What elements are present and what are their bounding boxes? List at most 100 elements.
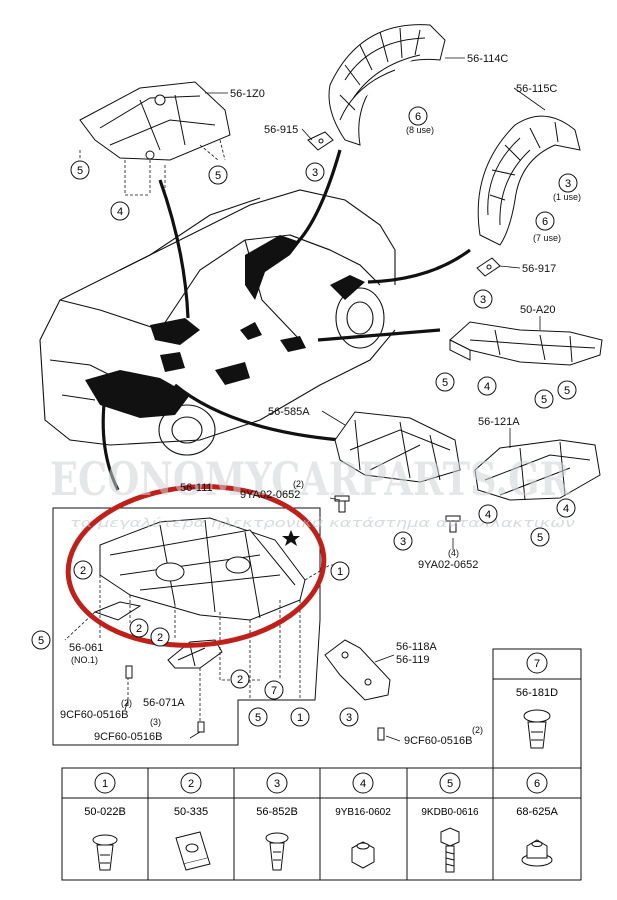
legend-num-1: 1	[102, 778, 108, 790]
label-56-118a: 56-118A	[396, 641, 437, 653]
callout-5: 5	[38, 635, 44, 647]
callout-4: 4	[117, 206, 123, 218]
label-56-119: 56-119	[396, 654, 429, 666]
legend-part-4: 9YB16-0602	[335, 807, 391, 818]
flange-nut-icon-6	[521, 839, 553, 867]
part-56-114c	[328, 24, 446, 146]
part-50-a20	[449, 321, 603, 366]
part-56-071a	[167, 639, 223, 669]
legend-extra-part: 56-181D	[516, 687, 558, 699]
label-50-a20: 50-A20	[520, 304, 555, 316]
legend-num-4: 4	[360, 778, 366, 790]
clip-56-917	[476, 257, 501, 277]
label-qty3: (3)	[150, 717, 161, 727]
callout-5: 5	[537, 532, 543, 544]
watermark-line1: ECONOMYCARPARTS.GR	[50, 452, 571, 506]
label-qty4: (4)	[448, 548, 459, 558]
legend-part-5: 9KDB0-0616	[421, 807, 479, 818]
callout-3: 3	[565, 178, 571, 190]
label-56-121a: 56-121A	[478, 416, 520, 428]
label-56-111: 56-111	[180, 482, 213, 494]
callout-5: 5	[442, 377, 448, 389]
callout-2: 2	[80, 565, 86, 577]
part-56-585a	[334, 411, 461, 483]
callout-5: 5	[77, 165, 83, 177]
callout-5: 5	[564, 385, 570, 397]
legend-table	[61, 648, 582, 881]
label-qty2-c: (2)	[472, 725, 483, 735]
label-56-061-sub: (NO.1)	[71, 655, 98, 665]
part-56-121a	[474, 439, 601, 501]
part-56-115c	[477, 115, 581, 246]
callout-4: 4	[563, 503, 569, 515]
label-56-1z0: 56-1Z0	[230, 88, 265, 100]
speed-nut-icon-2	[175, 831, 211, 871]
callout-6: 6	[542, 216, 548, 228]
diagram-fasteners	[125, 495, 461, 741]
label-56-115c: 56-115C	[516, 83, 557, 95]
callout-5: 5	[255, 712, 261, 724]
label-56-917: 56-917	[522, 263, 556, 275]
callout-5: 5	[541, 394, 547, 406]
callouts	[31, 106, 578, 727]
label-qty2-a: (2)	[293, 479, 304, 489]
legend-text: 7 56-181D 1 2 3 4 5 6 50-022B 50-335 56-…	[84, 658, 558, 818]
car-underbody-parts	[85, 235, 365, 418]
highlight-ellipse	[65, 484, 327, 648]
legend-part-1: 50-022B	[84, 806, 126, 818]
label-use1: (1 use)	[553, 192, 581, 202]
label-leaders	[124, 57, 546, 742]
label-9cf60-a: 9CF60-0516B	[60, 709, 129, 721]
callout-7: 7	[271, 685, 277, 697]
callout-1: 1	[297, 712, 303, 724]
part-56-118a	[324, 639, 391, 701]
callout-4: 4	[485, 509, 491, 521]
label-9ya02-top: 9YA02-0652	[240, 489, 300, 501]
callout-3: 3	[312, 167, 318, 179]
star-mark	[282, 530, 300, 546]
label-qty2-b: (2)	[121, 698, 132, 708]
legend-part-3: 56-852B	[256, 806, 298, 818]
label-56-071a: 56-071A	[143, 697, 185, 709]
clip-56-915	[307, 131, 334, 151]
hex-nut-icon-4	[351, 841, 375, 869]
part-56-111	[99, 517, 306, 621]
legend-num-5: 5	[447, 778, 453, 790]
watermark-line2: τα μεγαλύτερα ηλεκτρονικά κατάστημα αντα…	[70, 516, 575, 530]
callout-3: 3	[400, 536, 406, 548]
callout-4: 4	[484, 381, 490, 393]
leader-lines	[101, 149, 471, 491]
push-rivet-icon-1	[92, 834, 118, 871]
legend-extra-num: 7	[534, 658, 540, 670]
callout-numbers: 5 5 4 6 3 3 6 3 5 4 5 5 3 4 5 4 1 2 2 2 …	[38, 111, 571, 724]
clip-icon-56-181d	[523, 709, 551, 749]
callout-6: 6	[415, 111, 421, 123]
callout-3: 3	[480, 294, 486, 306]
bolt-icon-5	[440, 827, 460, 873]
label-56-585a: 56-585A	[268, 406, 310, 418]
label-use7: (7 use)	[533, 233, 561, 243]
label-9cf60-b: 9CF60-0516B	[94, 731, 163, 743]
legend-part-2: 50-335	[174, 806, 208, 818]
callout-2: 2	[136, 623, 142, 635]
part-56-061	[93, 601, 142, 621]
callout-2: 2	[237, 674, 243, 686]
legend-part-6: 68-625A	[516, 806, 558, 818]
callout-2: 2	[157, 632, 163, 644]
clip-icon-3	[265, 832, 289, 871]
label-9ya02-right: 9YA02-0652	[418, 559, 478, 571]
callout-3: 3	[346, 712, 352, 724]
legend-num-2: 2	[188, 778, 194, 790]
label-9cf60-c: 9CF60-0516B	[404, 735, 473, 747]
legend-num-6: 6	[534, 778, 540, 790]
car-body	[39, 189, 396, 456]
legend-num-3: 3	[274, 778, 280, 790]
part-56-1z0-dashes	[79, 139, 226, 196]
inset-box	[52, 507, 321, 746]
callout-1: 1	[337, 566, 343, 578]
label-use8: (8 use)	[406, 125, 434, 135]
label-56-061: 56-061	[69, 642, 103, 654]
label-56-114c: 56-114C	[467, 53, 508, 65]
part-labels: 56-1Z0 56-114C 56-115C 56-915 56-917 50-…	[60, 53, 581, 747]
